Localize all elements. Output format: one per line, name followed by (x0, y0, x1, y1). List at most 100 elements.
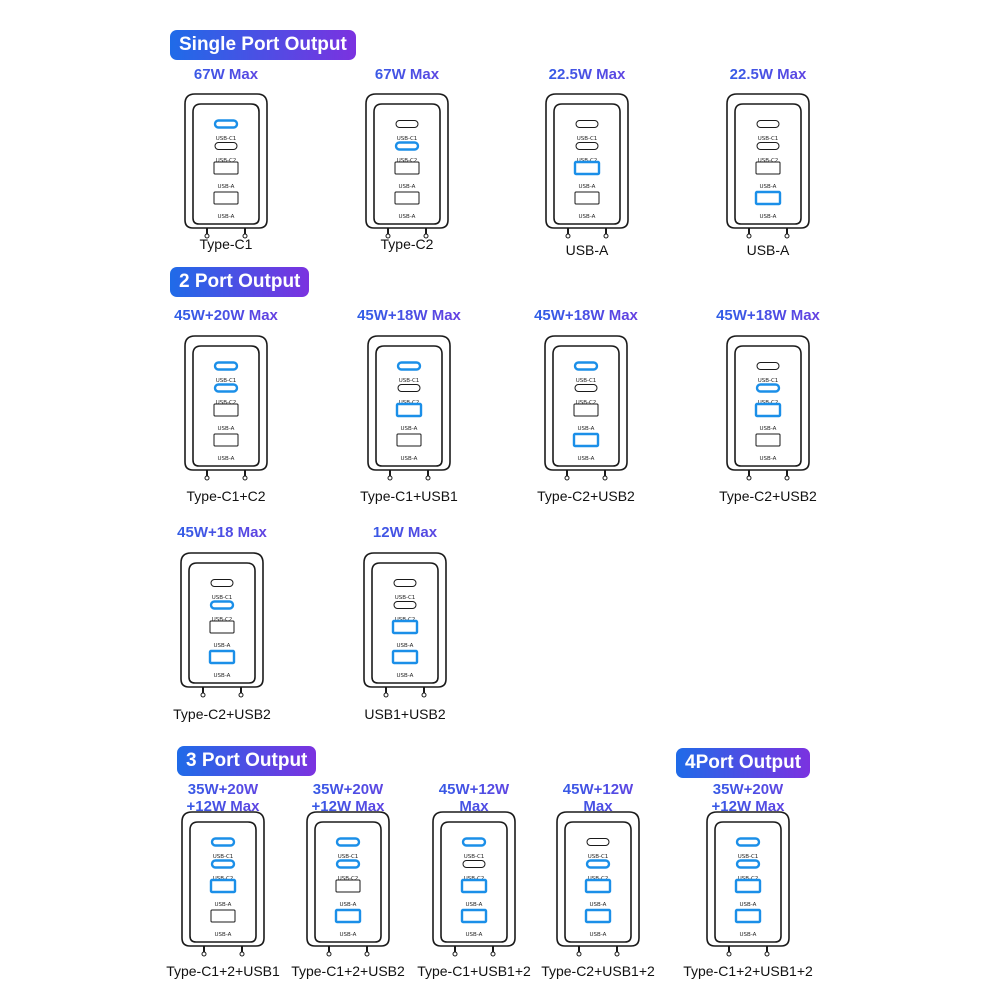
charger-caption: Type-C1+USB1+2 (417, 963, 531, 979)
usb-a2-port (755, 433, 781, 447)
port-label: USB-A (397, 643, 414, 649)
charger-caption: Type-C2+USB2 (537, 488, 635, 504)
charger-caption: USB-A (565, 242, 609, 258)
usb-a2-port (574, 191, 600, 205)
port-label: USB-C1 (577, 136, 598, 142)
charger-caption: Type-C1+2+USB2 (291, 963, 405, 979)
port-label: USB-C1 (576, 378, 597, 384)
section-badge-3-port: 3 Port Output (177, 746, 317, 776)
usb-a1-port (584, 878, 612, 894)
charger-caption: USB-A (746, 242, 790, 258)
port-label: USB-A (740, 902, 757, 908)
usb-c1-port (573, 361, 599, 371)
usb-c2-port (585, 859, 611, 869)
wattage-label: 45W+18W Max (678, 307, 858, 324)
port-label: USB-C1 (216, 378, 237, 384)
port-label: USB-A (340, 932, 357, 938)
wattage-label: 35W+20W +12W Max (133, 781, 313, 815)
wattage-label: 35W+20W +12W Max (258, 781, 438, 815)
port-label: USB-C1 (216, 136, 237, 142)
usb-a1-port (734, 878, 762, 894)
charger-caption: Type-C2+USB2 (173, 706, 271, 722)
usb-c1-port (210, 837, 236, 847)
port-label: USB-C2 (338, 876, 359, 882)
wattage-label: 12W Max (315, 524, 495, 541)
port-label: USB-C1 (399, 378, 420, 384)
section-badge-2-port: 2 Port Output (170, 267, 310, 297)
wattage-label: 45W+20W Max (136, 307, 316, 324)
wattage-label: 45W+18W Max (496, 307, 676, 324)
port-label: USB-A (760, 456, 777, 462)
port-label: USB-C1 (212, 595, 233, 601)
port-label: USB-C1 (588, 854, 609, 860)
usb-c2-port (574, 384, 598, 392)
usb-c2-port (214, 142, 238, 150)
port-label: USB-A (218, 426, 235, 432)
port-label: USB-C1 (397, 136, 418, 142)
usb-c1-port (210, 579, 234, 587)
port-label: USB-C2 (758, 158, 779, 164)
usb-c1-port (461, 837, 487, 847)
usb-a2-port (208, 649, 236, 665)
section-badge-4-port: 4Port Output (676, 748, 811, 778)
port-label: USB-A (760, 426, 777, 432)
port-label: USB-A (590, 902, 607, 908)
port-label: USB-C2 (397, 158, 418, 164)
usb-c1-port (756, 120, 780, 128)
wattage-label: 45W+12W Max (508, 781, 688, 815)
charger-caption: Type-C1 (199, 236, 253, 252)
usb-c2-port (335, 859, 361, 869)
usb-a2-port (210, 909, 236, 923)
usb-a1-port (755, 161, 781, 175)
section-badge-single-port: Single Port Output (170, 30, 356, 60)
port-label: USB-A (215, 932, 232, 938)
usb-c2-port (393, 601, 417, 609)
wattage-label: 22.5W Max (678, 66, 858, 83)
port-label: USB-A (214, 673, 231, 679)
port-label: USB-A (590, 932, 607, 938)
port-label: USB-A (401, 456, 418, 462)
port-label: USB-A (740, 932, 757, 938)
port-label: USB-C2 (212, 617, 233, 623)
usb-c2-port (213, 383, 239, 393)
wattage-label: 35W+20W +12W Max (658, 781, 838, 815)
usb-c2-port (397, 384, 421, 392)
port-label: USB-A (760, 214, 777, 220)
usb-a2-port (334, 908, 362, 924)
usb-a2-port (584, 908, 612, 924)
port-label: USB-C1 (395, 595, 416, 601)
usb-c2-port (210, 859, 236, 869)
usb-c1-port (335, 837, 361, 847)
port-label: USB-C2 (216, 158, 237, 164)
usb-c1-port (575, 120, 599, 128)
usb-a1-port (391, 619, 419, 635)
port-label: USB-C1 (738, 854, 759, 860)
usb-c2-port (756, 142, 780, 150)
port-label: USB-A (218, 184, 235, 190)
usb-c2-port (735, 859, 761, 869)
usb-c2-port (209, 600, 235, 610)
port-label: USB-A (578, 426, 595, 432)
usb-a2-port (734, 908, 762, 924)
usb-c2-port (394, 141, 420, 151)
usb-a2-port (394, 191, 420, 205)
usb-a1-port (209, 878, 237, 894)
port-label: USB-A (760, 184, 777, 190)
usb-a2-port (754, 190, 782, 206)
